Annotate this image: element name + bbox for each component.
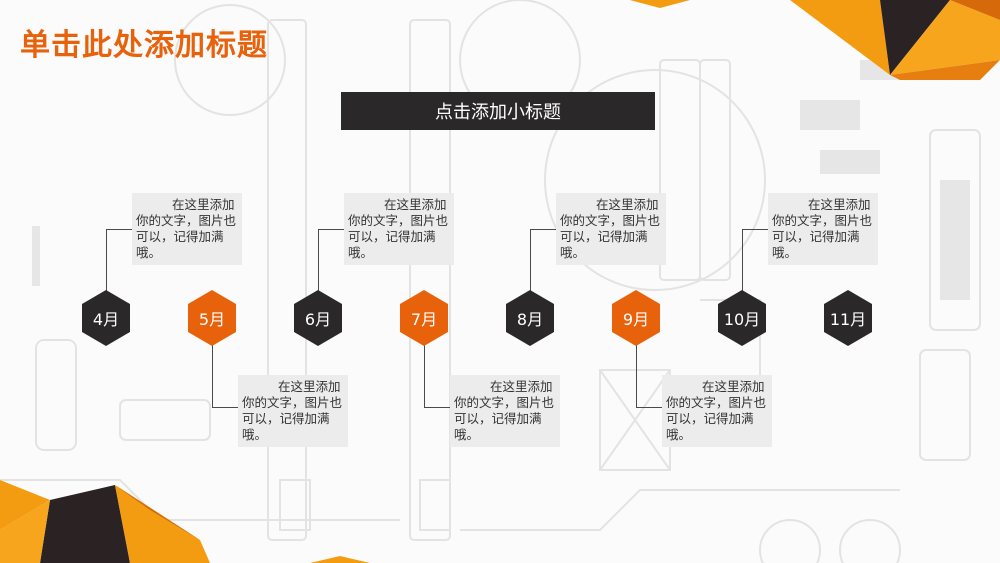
hexagon-shape bbox=[188, 290, 236, 346]
hexagon-shape bbox=[82, 290, 130, 346]
month-marker-10[interactable]: 10月 bbox=[714, 290, 770, 346]
connector-8 bbox=[530, 229, 557, 292]
hexagon-shape bbox=[718, 290, 766, 346]
month-label: 11月 bbox=[829, 310, 867, 329]
note-card-7[interactable]: 在这里添加你的文字，图片也可以，记得加满哦。 bbox=[450, 375, 560, 447]
note-text: 在这里添加你的文字，图片也可以，记得加满哦。 bbox=[454, 379, 555, 442]
month-label: 4月 bbox=[92, 310, 120, 329]
note-text: 在这里添加你的文字，图片也可以，记得加满哦。 bbox=[242, 379, 343, 442]
connector-10 bbox=[742, 229, 769, 292]
bottom-center-polygon-decoration bbox=[310, 556, 370, 563]
top-center-polygon-decoration bbox=[630, 0, 690, 8]
note-card-8[interactable]: 在这里添加你的文字，图片也可以，记得加满哦。 bbox=[556, 193, 666, 265]
month-label: 10月 bbox=[723, 310, 761, 329]
note-card-6[interactable]: 在这里添加你的文字，图片也可以，记得加满哦。 bbox=[344, 193, 454, 265]
month-marker-7[interactable]: 7月 bbox=[396, 290, 452, 346]
hexagon-shape bbox=[294, 290, 342, 346]
note-text: 在这里添加你的文字，图片也可以，记得加满哦。 bbox=[136, 197, 237, 260]
month-label: 5月 bbox=[198, 310, 226, 329]
note-card-5[interactable]: 在这里添加你的文字，图片也可以，记得加满哦。 bbox=[238, 375, 348, 447]
hexagon-shape bbox=[400, 290, 448, 346]
note-text: 在这里添加你的文字，图片也可以，记得加满哦。 bbox=[348, 197, 449, 260]
month-marker-6[interactable]: 6月 bbox=[290, 290, 346, 346]
hexagon-shape bbox=[506, 290, 554, 346]
subtitle-text: 点击添加小标题 bbox=[435, 102, 561, 123]
note-text: 在这里添加你的文字，图片也可以，记得加满哦。 bbox=[666, 379, 767, 442]
hexagon-shape bbox=[824, 290, 872, 346]
month-label: 8月 bbox=[516, 310, 544, 329]
month-marker-8[interactable]: 8月 bbox=[502, 290, 558, 346]
note-card-9[interactable]: 在这里添加你的文字，图片也可以，记得加满哦。 bbox=[662, 375, 772, 447]
month-label: 7月 bbox=[410, 310, 438, 329]
hexagon-shape bbox=[612, 290, 660, 346]
note-card-10[interactable]: 在这里添加你的文字，图片也可以，记得加满哦。 bbox=[768, 193, 878, 265]
connector-4 bbox=[106, 229, 133, 292]
month-label: 6月 bbox=[304, 310, 332, 329]
note-text: 在这里添加你的文字，图片也可以，记得加满哦。 bbox=[772, 197, 873, 260]
bottom-left-polygon-decoration bbox=[0, 480, 210, 563]
note-card-4[interactable]: 在这里添加你的文字，图片也可以，记得加满哦。 bbox=[132, 193, 242, 265]
month-marker-5[interactable]: 5月 bbox=[184, 290, 240, 346]
subtitle-bar[interactable]: 点击添加小标题 bbox=[341, 92, 655, 130]
connector-5 bbox=[212, 345, 239, 408]
slide-title[interactable]: 单击此处添加标题 bbox=[20, 28, 268, 63]
month-marker-9[interactable]: 9月 bbox=[608, 290, 664, 346]
month-label: 9月 bbox=[622, 310, 650, 329]
connector-7 bbox=[424, 345, 451, 408]
top-right-polygon-decoration bbox=[790, 0, 1000, 80]
connector-6 bbox=[318, 229, 345, 292]
connector-9 bbox=[636, 345, 663, 408]
month-marker-11[interactable]: 11月 bbox=[820, 290, 876, 346]
month-marker-4[interactable]: 4月 bbox=[78, 290, 134, 346]
note-text: 在这里添加你的文字，图片也可以，记得加满哦。 bbox=[560, 197, 661, 260]
